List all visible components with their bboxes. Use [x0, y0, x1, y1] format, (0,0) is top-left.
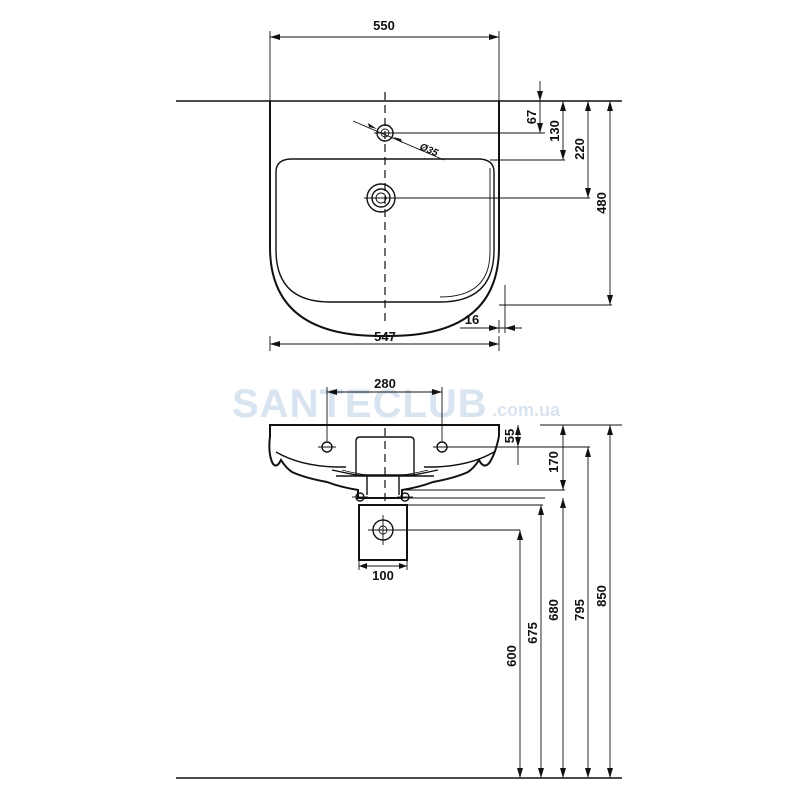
siphon-outlet — [368, 515, 398, 545]
overflow-block — [355, 436, 415, 475]
dim-floor-to-rim: 850 — [594, 585, 609, 607]
bowl-inner-outline — [275, 158, 495, 303]
top-view: Ø35 550 547 67 130 220 — [176, 18, 622, 351]
basin-top-outline — [269, 101, 500, 337]
dim-floor-to-siphon: 675 — [525, 622, 540, 644]
dim-fixing-height: 55 — [502, 429, 517, 443]
bowl-side-inner — [275, 451, 495, 468]
dim-drain-height: 170 — [546, 451, 561, 473]
dim-width-inner: 547 — [374, 329, 396, 344]
dim-bowl-offset: 130 — [547, 120, 562, 142]
dim-width-outer: 550 — [373, 18, 395, 33]
dim-siphon-width: 100 — [372, 568, 394, 583]
dim-floor-to-bottom: 795 — [572, 599, 587, 621]
fixing-hole-left — [318, 441, 336, 453]
dim-drain-offset: 220 — [572, 138, 587, 160]
watermark: SANTECLUB .com.ua — [232, 382, 561, 426]
waste-connectors — [352, 476, 413, 502]
fixing-hole-right — [433, 441, 451, 453]
drain-hole — [364, 183, 398, 213]
watermark-brand: SANTECLUB — [232, 382, 488, 426]
dim-fixing-spacing: 280 — [374, 376, 396, 391]
dim-floor-to-waste: 600 — [504, 645, 519, 667]
basin-side-outline — [268, 424, 500, 499]
dim-floor-to-fixing: 680 — [546, 599, 561, 621]
dim-tap-offset: 67 — [524, 110, 539, 124]
siphon-box — [358, 504, 408, 561]
watermark-domain: .com.ua — [492, 400, 561, 420]
dim-depth: 480 — [594, 192, 609, 214]
dim-wall-gap: 16 — [465, 312, 479, 327]
bowl-rim-line — [439, 168, 491, 298]
side-view: 280 100 55 170 600 675 — [176, 376, 622, 779]
